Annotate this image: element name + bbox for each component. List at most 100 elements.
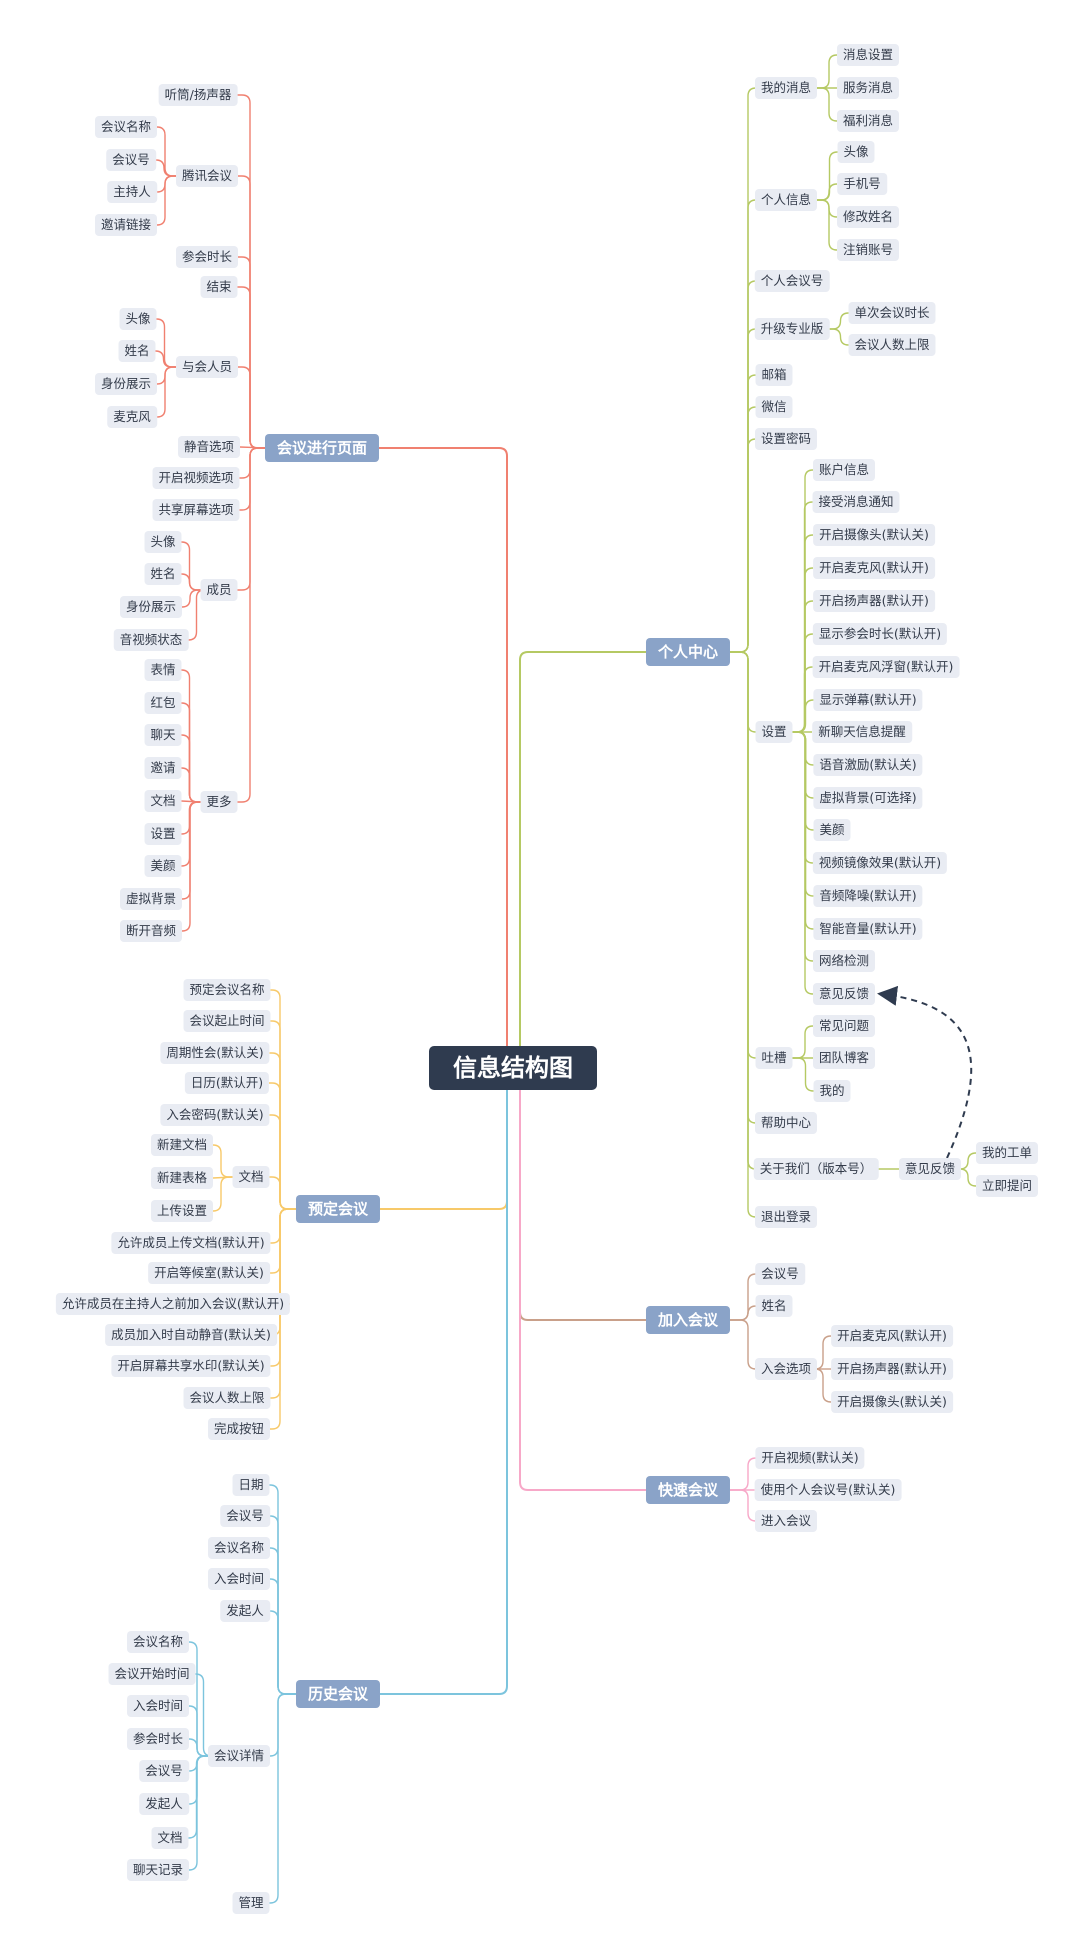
connector-schedule-periodic [269, 1052, 296, 1210]
history-dt-join: 入会时间 [126, 1695, 190, 1717]
connector-personal-email [730, 374, 757, 653]
personal-st-vbg: 虚拟背景(可选择) [813, 787, 923, 809]
connector-meeting-tencent-name [156, 126, 176, 177]
meeting-more: 更多 [200, 791, 238, 813]
history-dt-initiator: 发起人 [139, 1793, 189, 1815]
personal-st-speaker: 开启扬声器(默认开) [813, 590, 935, 612]
connector-personal-about [730, 651, 757, 1170]
meeting-members: 成员 [200, 579, 238, 601]
personal-roast: 吐槽 [755, 1047, 793, 1069]
connector-meeting-more [237, 447, 265, 803]
join-opt-mic: 开启麦克风(默认开) [831, 1325, 953, 1347]
connector-schedule-allow-upload [270, 1208, 296, 1244]
connector-quick-enter [730, 1489, 757, 1522]
connector-personal-st-volume [792, 731, 814, 930]
schedule-waiting: 开启等候室(默认关) [148, 1262, 270, 1284]
schedule-done: 完成按钮 [207, 1418, 271, 1440]
connector-personal-msg-welfare [817, 87, 838, 122]
connector-meeting-more-vbg [181, 801, 201, 900]
personal-pf-avatar: 头像 [837, 141, 875, 163]
meeting-more-chat: 聊天 [144, 724, 182, 746]
meeting-more-settings: 设置 [144, 823, 182, 845]
connector-meeting-att-mic [156, 366, 176, 418]
history-dt-id: 会议号 [139, 1760, 189, 1782]
meeting-more-beauty: 美颜 [144, 855, 182, 877]
connector-history-dt-chat [188, 1755, 208, 1871]
branch-history: 历史会议 [295, 1680, 381, 1708]
join-meeting-id: 会议号 [755, 1263, 805, 1285]
connector-personal-messages [730, 87, 757, 653]
connector-history-meeting-id [269, 1515, 296, 1695]
meeting-mem-avatar: 头像 [144, 531, 182, 553]
connector-history-dt-initiator [188, 1755, 208, 1805]
connector-join-options [730, 1319, 757, 1370]
connector-personal-pf-cancel [817, 199, 838, 251]
connector-schedule-before-host [279, 1208, 296, 1305]
personal-msg-welfare: 福利消息 [836, 110, 900, 132]
personal-settings: 设置 [755, 721, 793, 743]
connector-personal-logout [730, 651, 757, 1218]
personal-msg-settings: 消息设置 [836, 44, 900, 66]
meeting-mute: 静音选项 [177, 436, 241, 458]
connector-personal-wechat [730, 406, 757, 653]
quick-video: 开启视频(默认关) [755, 1447, 865, 1469]
personal-st-voice: 语音激励(默认关) [813, 754, 923, 776]
personal-st-mic: 开启麦克风(默认开) [813, 557, 935, 579]
history-initiator: 发起人 [220, 1600, 270, 1622]
meeting-more-audio: 断开音频 [119, 920, 183, 942]
connector-meeting-mem-role [181, 589, 201, 608]
connector-personal-up-limit [829, 328, 849, 346]
join-opt-speaker: 开启扬声器(默认开) [831, 1358, 953, 1380]
personal-ro-faq: 常见问题 [812, 1015, 876, 1037]
personal-st-barrage: 显示弹幕(默认开) [813, 689, 923, 711]
meeting-share: 共享屏幕选项 [152, 499, 240, 521]
meeting-end: 结束 [200, 276, 238, 298]
personal-ro-mine: 我的 [813, 1080, 851, 1102]
connector-schedule-calendar [269, 1082, 296, 1210]
history-meeting-id: 会议号 [220, 1505, 270, 1527]
connector-personal-fb-ask [959, 1168, 977, 1187]
meeting-att-role: 身份展示 [94, 373, 158, 395]
personal-st-duration: 显示参会时长(默认开) [812, 623, 948, 645]
connector-meeting-more-invite [181, 767, 201, 803]
personal-wechat: 微信 [755, 396, 793, 418]
meeting-more-invite: 邀请 [144, 757, 182, 779]
connector-meeting-tencent-link [156, 175, 176, 226]
schedule-time: 会议起止时间 [183, 1010, 271, 1032]
connector-meeting-tencent [238, 175, 265, 449]
connector-root-quick [519, 1068, 646, 1491]
history-dt-doc: 文档 [151, 1827, 189, 1849]
meeting-duration: 参会时长 [175, 246, 239, 268]
meeting-attendees: 与会人员 [175, 356, 239, 378]
meeting-more-redpacket: 红包 [144, 692, 182, 714]
personal-feedback: 意见反馈 [898, 1158, 962, 1180]
connector-meeting-members [237, 447, 265, 591]
personal-up-limit: 会议人数上限 [848, 334, 936, 356]
connector-personal-ro-faq [792, 1025, 814, 1059]
branch-schedule: 预定会议 [295, 1195, 381, 1223]
schedule-watermark: 开启屏幕共享水印(默认关) [111, 1355, 271, 1377]
connector-personal-msg-settings [817, 54, 838, 89]
personal-upgrade: 升级专业版 [754, 318, 830, 340]
meeting-tencent-link: 邀请链接 [94, 214, 158, 236]
personal-st-account: 账户信息 [812, 459, 876, 481]
root-topic: 信息结构图 [429, 1046, 597, 1090]
connector-join-meeting-id [730, 1273, 757, 1321]
personal-msg-service: 服务消息 [836, 77, 900, 99]
personal-logout: 退出登录 [754, 1206, 818, 1228]
personal-st-float: 开启麦克风浮窗(默认开) [812, 656, 960, 678]
history-dt-chat: 聊天记录 [126, 1859, 190, 1881]
connector-schedule-doc [269, 1176, 296, 1210]
connector-meeting-tencent-id [155, 159, 176, 177]
connector-join-name [730, 1305, 757, 1321]
schedule-auto-mute: 成员加入时自动静音(默认关) [105, 1324, 277, 1346]
branch-quick: 快速会议 [645, 1476, 731, 1504]
meeting-tencent-host: 主持人 [107, 181, 157, 203]
meeting-mem-av: 音视频状态 [113, 629, 189, 651]
quick-personal-id: 使用个人会议号(默认关) [754, 1479, 902, 1501]
connector-meeting-duration [238, 256, 265, 449]
personal-fb-ticket: 我的工单 [975, 1142, 1039, 1164]
connector-history-dt-join [188, 1705, 208, 1757]
connector-meeting-attendees [238, 366, 265, 449]
